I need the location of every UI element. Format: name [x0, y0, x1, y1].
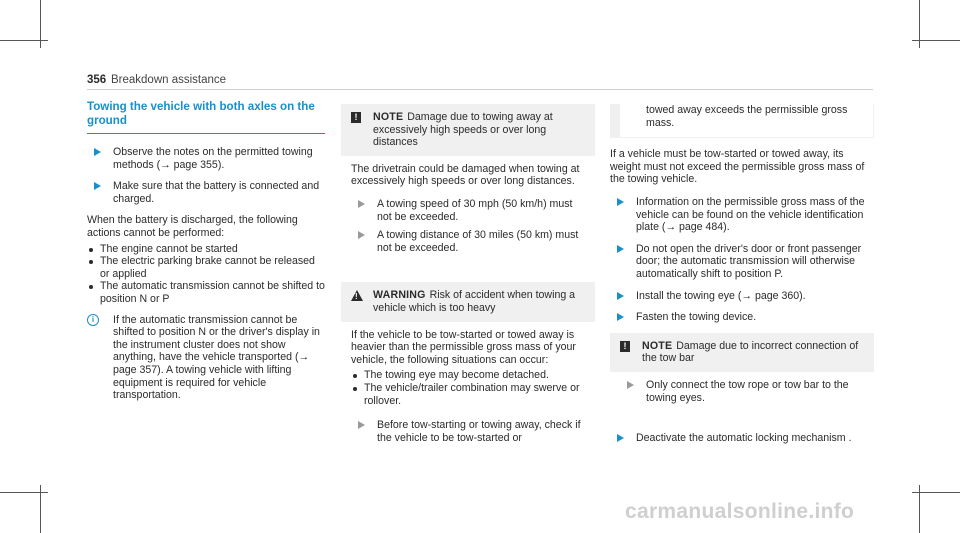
- step-install-towing-eye: Install the towing eye (→ page 360).: [610, 290, 874, 303]
- section-title: Towing the vehicle with both axles on th…: [87, 100, 325, 134]
- column-right: towed away exceeds the permissible gross…: [610, 104, 874, 454]
- info-text: If the automatic transmission cannot be …: [113, 313, 320, 402]
- weight-paragraph: If a vehicle must be tow-started or towe…: [610, 148, 865, 186]
- warning-heading: Risk of accident when towing a vehicle w…: [373, 289, 576, 314]
- step-text: Do not open the driver's door or front p…: [636, 242, 862, 280]
- step-distance-limit: A towing distance of 30 miles (50 km) mu…: [351, 229, 585, 254]
- step-battery-check: Make sure that the battery is connected …: [87, 180, 325, 205]
- step-arrow-icon: [358, 231, 365, 240]
- crop-mark: [912, 40, 960, 41]
- note-icon: !: [620, 340, 630, 352]
- step-speed-limit: A towing speed of 30 mph (50 km/h) must …: [351, 198, 585, 223]
- continuation-text: towed away exceeds the permissible gross…: [646, 104, 848, 129]
- warning-list: The towing eye may become detached. The …: [351, 369, 585, 407]
- note-heading: Damage due to towing away at excessively…: [373, 111, 553, 149]
- note-label: NOTE: [642, 339, 673, 352]
- battery-intro: When the battery is discharged, the foll…: [87, 214, 298, 239]
- note-body: The drivetrain could be damaged when tow…: [341, 155, 595, 263]
- note-label: NOTE: [373, 111, 404, 123]
- step-text: Observe the notes on the permitted towin…: [113, 146, 313, 171]
- crop-mark: [40, 485, 41, 533]
- step-fasten-towing-device: Fasten the towing device.: [610, 311, 874, 324]
- step-text: Deactivate the automatic locking mechani…: [636, 432, 852, 445]
- note-body: Only connect the tow rope or tow bar to …: [610, 371, 874, 413]
- note-body-text: The drivetrain could be damaged when tow…: [351, 162, 580, 188]
- step-text: A towing speed of 30 mph (50 km/h) must …: [377, 197, 573, 223]
- note-heading: Damage due to incorrect connection of th…: [642, 339, 859, 365]
- step-arrow-icon: [617, 291, 624, 300]
- step-text: Make sure that the battery is connected …: [113, 180, 320, 205]
- header-rule: [87, 89, 873, 90]
- page-number: 356: [87, 74, 107, 86]
- crop-mark: [912, 492, 960, 493]
- step-text: Fasten the towing device.: [636, 311, 757, 324]
- step-doors-closed: Do not open the driver's door or front p…: [610, 243, 874, 281]
- chapter-title: Breakdown assistance: [111, 74, 227, 86]
- step-arrow-icon: [358, 199, 365, 208]
- step-arrow-icon: [617, 434, 624, 443]
- warning-continuation: towed away exceeds the permissible gross…: [610, 104, 874, 139]
- step-text: Before tow-starting or towing away, chec…: [377, 419, 581, 444]
- step-gross-mass-info: Information on the permissible gross mas…: [610, 196, 874, 234]
- step-text: Install the towing eye (→ page 360).: [636, 289, 806, 302]
- step-arrow-icon: [627, 380, 634, 389]
- step-text: Only connect the tow rope or tow bar to …: [646, 378, 849, 404]
- step-check-weight: Before tow-starting or towing away, chec…: [351, 419, 585, 444]
- warning-body: If the vehicle to be tow-started or towe…: [341, 321, 595, 453]
- step-text: Information on the permissible gross mas…: [636, 195, 865, 234]
- battery-consequences-list: The engine cannot be started The electri…: [87, 243, 325, 306]
- crop-mark: [0, 40, 48, 41]
- step-arrow-icon: [358, 421, 365, 430]
- list-item: The towing eye may become detached.: [351, 369, 585, 382]
- step-deactivate-locking: Deactivate the automatic locking mechani…: [610, 432, 874, 445]
- crop-mark: [0, 492, 48, 493]
- step-arrow-icon: [617, 244, 624, 253]
- step-arrow-icon: [617, 313, 624, 322]
- list-item: The vehicle/trailer combination may swer…: [351, 382, 585, 407]
- list-item: The electric parking brake cannot be rel…: [87, 255, 325, 280]
- info-note: i If the automatic transmission cannot b…: [87, 313, 325, 402]
- crop-mark: [919, 485, 920, 533]
- crop-mark: [919, 0, 920, 48]
- step-text: A towing distance of 30 miles (50 km) mu…: [377, 229, 579, 254]
- warning-triangle-icon: [351, 290, 363, 302]
- list-item: The engine cannot be started: [87, 243, 325, 256]
- step-observe-notes: Observe the notes on the permitted towin…: [87, 146, 325, 171]
- crop-mark: [40, 0, 41, 48]
- step-arrow-icon: [94, 148, 101, 156]
- column-left: Towing the vehicle with both axles on th…: [87, 100, 325, 402]
- info-icon: i: [87, 313, 99, 326]
- step-arrow-icon: [617, 197, 624, 206]
- step-arrow-icon: [94, 182, 101, 191]
- step-connect-tow-bar: Only connect the tow rope or tow bar to …: [620, 379, 864, 404]
- list-item: The automatic transmission cannot be shi…: [87, 280, 325, 305]
- watermark: carmanualsonline.info: [625, 500, 855, 523]
- warning-body-text: If the vehicle to be tow-started or towe…: [351, 328, 576, 366]
- warning-label: WARNING: [373, 289, 426, 302]
- note-icon: !: [351, 112, 361, 123]
